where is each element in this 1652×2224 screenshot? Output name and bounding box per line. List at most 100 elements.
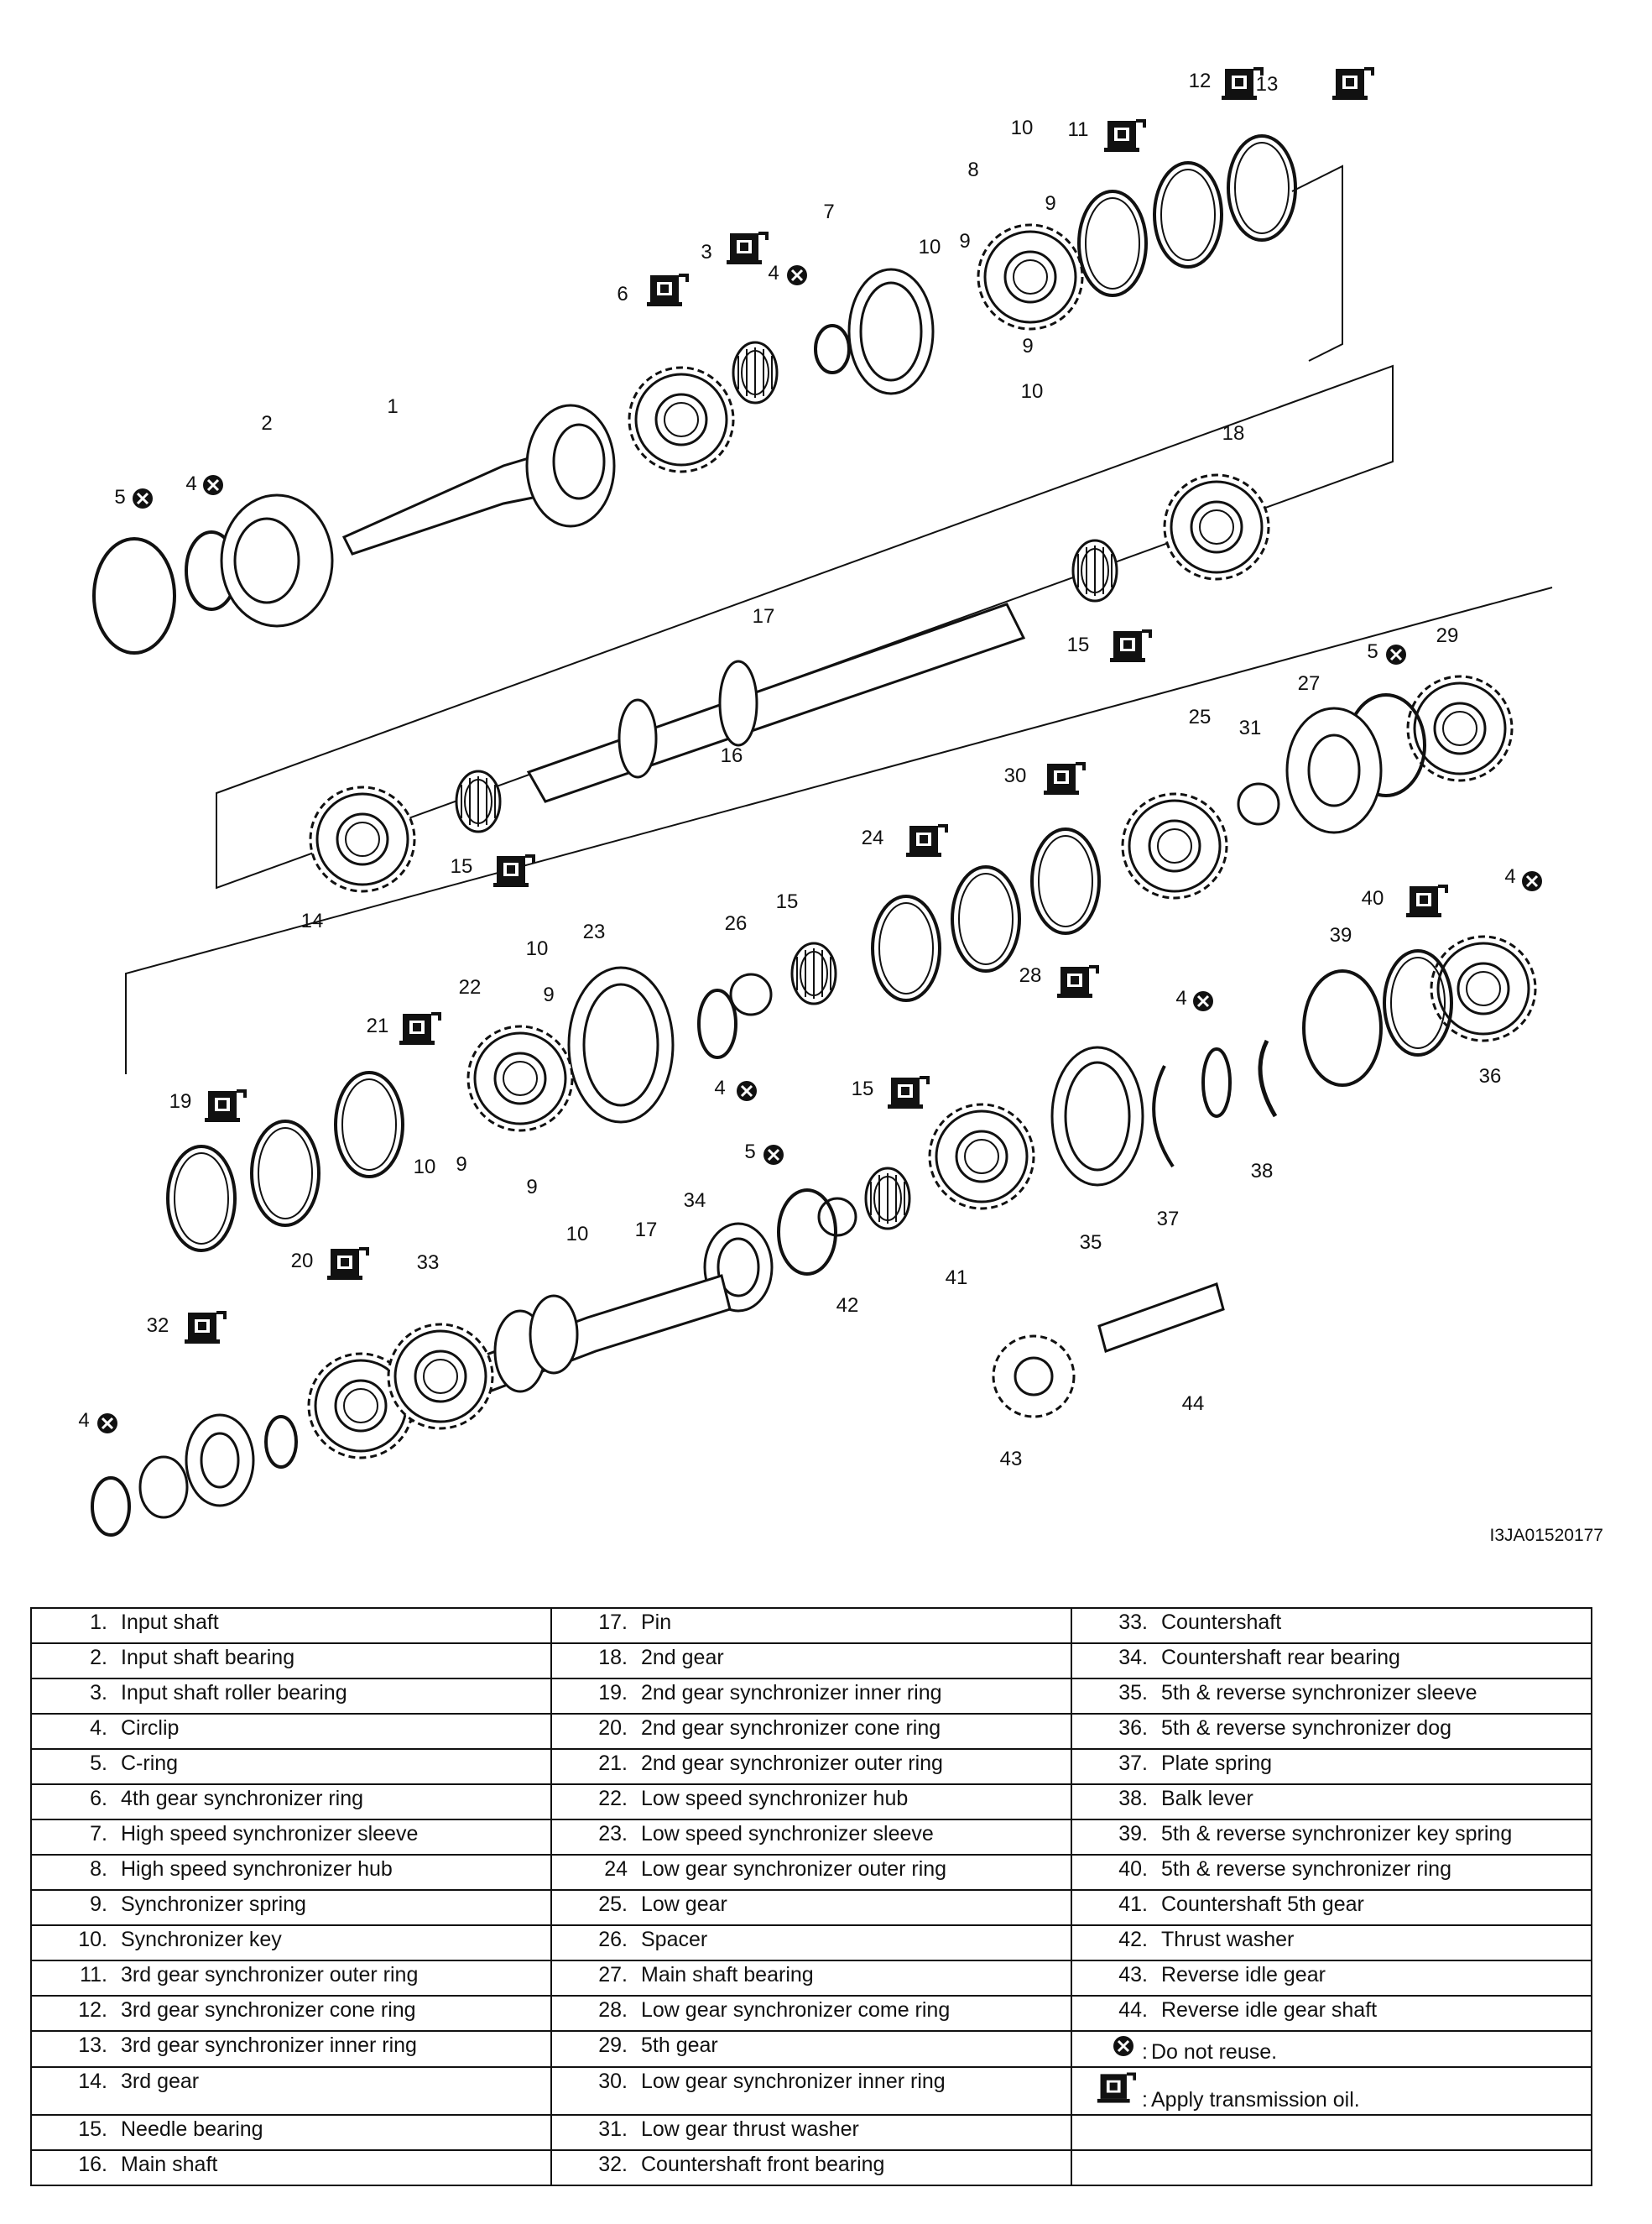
callout-28: 28: [1019, 964, 1042, 987]
part-name: High speed synchronizer hub: [121, 1857, 393, 1881]
part-name: 5th & reverse synchronizer sleeve: [1161, 1681, 1477, 1705]
callout-9: 9: [959, 230, 970, 253]
part-number: 29.: [598, 2033, 628, 2057]
part-number: 3.: [90, 1681, 107, 1705]
part-number: 36.: [1118, 1716, 1148, 1740]
table-cell: 44.Reverse idle gear shaft: [1071, 1995, 1592, 2032]
cone-ring-20: [250, 1120, 320, 1227]
part-name: C-ring: [121, 1752, 179, 1775]
callout-9: 9: [543, 984, 554, 1006]
part-number: 15.: [78, 2117, 107, 2141]
input-shaft-group: [92, 134, 1297, 655]
callout-22: 22: [459, 976, 482, 999]
part-number: 44.: [1118, 1998, 1148, 2022]
callout-9: 9: [1022, 335, 1033, 358]
table-cell: 12.3rd gear synchronizer cone ring: [30, 1995, 552, 2032]
table-cell: 43. Reverse idle gear: [1071, 1960, 1592, 1997]
part-number: 23.: [598, 1822, 628, 1846]
callout-19: 19: [169, 1090, 192, 1113]
table-cell: 18.2nd gear: [550, 1642, 1072, 1679]
table-cell: 40.5th & reverse synchronizer ring: [1071, 1854, 1592, 1891]
part-number: 6.: [90, 1787, 107, 1810]
callout-14: 14: [301, 910, 324, 932]
part-name: Main shaft bearing: [641, 1963, 814, 1986]
needle-bearing-15b: [455, 770, 502, 833]
no-reuse-icon: [1113, 2036, 1134, 2056]
table-cell: 10.Synchronizer key: [30, 1924, 552, 1961]
callout-16: 16: [721, 744, 743, 767]
table-cell: 5.C-ring: [30, 1748, 552, 1785]
table-cell: 1.Input shaft: [30, 1607, 552, 1644]
part-number: 35.: [1118, 1681, 1148, 1705]
part-name: 5th & reverse synchronizer key spring: [1161, 1822, 1513, 1846]
part-number: 34.: [1118, 1646, 1148, 1669]
callout-10: 10: [566, 1223, 589, 1245]
part-number: 25.: [598, 1892, 628, 1916]
callout-27: 27: [1298, 672, 1321, 695]
part-name: Circlip: [121, 1716, 180, 1740]
panel-outlines: [125, 164, 1553, 1074]
input-shaft: [341, 451, 547, 556]
part-name: 3rd gear synchronizer inner ring: [121, 2033, 417, 2057]
cone-ring-28: [951, 865, 1021, 973]
callout-4: 4: [768, 262, 779, 285]
part-number: 12.: [78, 1998, 107, 2022]
part-name: 2nd gear synchronizer cone ring: [641, 1716, 941, 1740]
part-name: Reverse idle gear: [1161, 1963, 1326, 1986]
callout-4: 4: [185, 472, 196, 495]
callout-33: 33: [417, 1251, 440, 1274]
callout-5: 5: [114, 486, 125, 509]
inner-ring-19: [166, 1145, 237, 1252]
callout-7: 7: [823, 201, 834, 223]
inner-ring-30: [1030, 827, 1101, 935]
table-cell: 35. 5th & reverse synchronizer sleeve: [1071, 1678, 1592, 1715]
callout-10: 10: [526, 937, 549, 960]
table-cell: 22.Low speed synchronizer hub: [550, 1783, 1072, 1820]
part-number: 9.: [90, 1892, 107, 1916]
callout-8: 8: [967, 159, 978, 181]
table-cell: [1071, 2149, 1592, 2186]
callout-25: 25: [1189, 706, 1212, 728]
part-name: Synchronizer spring: [121, 1892, 306, 1916]
part-number: 21.: [598, 1752, 628, 1775]
table-cell: [1071, 2114, 1592, 2151]
part-number: 40.: [1118, 1857, 1148, 1881]
part-number: 17.: [598, 1611, 628, 1634]
part-number: 38.: [1118, 1787, 1148, 1810]
table-cell: 6.4th gear synchronizer ring: [30, 1783, 552, 1820]
part-name: Countershaft front bearing: [641, 2153, 885, 2176]
part-number: 19.: [598, 1681, 628, 1705]
callout-18: 18: [1222, 422, 1245, 445]
table-cell: 32.Countershaft front bearing: [550, 2149, 1072, 2186]
outer-ring-11: [1077, 190, 1148, 297]
part-number: 27.: [598, 1963, 628, 1986]
reverse-idle-shaft-44: [1097, 1282, 1225, 1353]
part-name: 2nd gear synchronizer outer ring: [641, 1752, 943, 1775]
part-number: 13.: [78, 2033, 107, 2057]
table-cell: 31.Low gear thrust washer: [550, 2114, 1072, 2151]
callout-26: 26: [725, 912, 748, 935]
part-number: 24: [604, 1857, 628, 1881]
part-name: 5th & reverse synchronizer dog: [1161, 1716, 1452, 1740]
table-row: 15. Needle bearing 31.Low gear thrust wash…: [30, 2114, 1592, 2151]
part-name: Countershaft 5th gear: [1161, 1892, 1364, 1916]
part-name: Spacer: [641, 1928, 708, 1951]
part-number: 28.: [598, 1998, 628, 2022]
part-name: Needle bearing: [121, 2117, 263, 2141]
part-number: 37.: [1118, 1752, 1148, 1775]
part-number: 26.: [598, 1928, 628, 1951]
3rd-gear-14: [309, 786, 416, 893]
inner-ring-13: [1227, 134, 1297, 242]
part-number: 43.: [1118, 1963, 1148, 1986]
callout-5: 5: [744, 1141, 755, 1163]
table-cell: 23.Low speed synchronizer sleeve: [550, 1819, 1072, 1856]
part-name: Low gear: [641, 1892, 727, 1916]
table-cell: 34.Countershaft rear bearing: [1071, 1642, 1592, 1679]
table-cell: 38.Balk lever: [1071, 1783, 1592, 1820]
part-name: Input shaft bearing: [121, 1646, 295, 1669]
